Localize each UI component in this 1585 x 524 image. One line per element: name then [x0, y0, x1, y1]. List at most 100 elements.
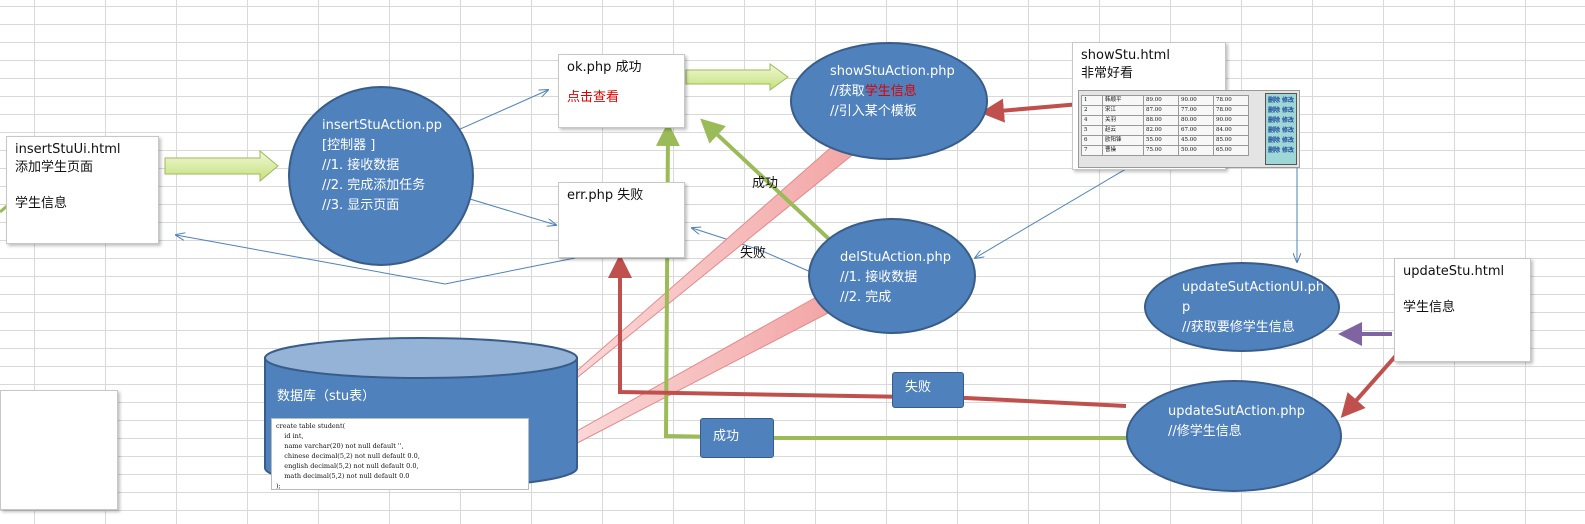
student-cell: 85.00 [1213, 135, 1249, 146]
student-cell: 82.00 [1143, 125, 1179, 136]
show-action-line3: //引入某个模板 [830, 104, 917, 119]
student-cell: 89.00 [1143, 95, 1179, 106]
arrow-ok-to-show [685, 63, 789, 91]
database-title: 数据库（stu表） [277, 389, 376, 404]
update-ui-action-line: //获取要修学生信息 [1182, 320, 1295, 335]
fail-tag: 失败 [892, 372, 964, 408]
insert-action-node: insertStuAction.pp [控制器 ] //1. 接收数据 //2.… [288, 86, 474, 266]
blank-box [0, 390, 118, 510]
ok-page-link[interactable]: 点击查看 [567, 90, 620, 105]
sql-line: english decimal(5,2) not null default 0.… [276, 462, 419, 470]
student-cell: 87.00 [1143, 105, 1179, 116]
student-op-links[interactable]: 删除 修改 [1267, 107, 1295, 114]
student-cell: 50.00 [1178, 145, 1214, 156]
insert-ui-box: insertStuUi.html 添加学生页面 学生信息 [6, 136, 159, 244]
insert-action-line: //1. 接收数据 [322, 158, 400, 173]
student-cell: 7 [1081, 145, 1103, 156]
insert-ui-line1: 添加学生页面 [15, 160, 94, 175]
err-page-box: err.php 失败 [558, 182, 685, 258]
update-page-box: updateStu.html 学生信息 [1394, 258, 1531, 362]
student-cell: 78.00 [1213, 105, 1249, 116]
student-cell: 赵云 [1102, 125, 1144, 136]
update-action-line: //修学生信息 [1168, 424, 1242, 439]
insert-action-line: //2. 完成添加任务 [322, 178, 426, 193]
success-tag: 成功 [700, 418, 774, 458]
student-op-links[interactable]: 删除 修改 [1267, 117, 1295, 124]
student-cell: 欧阳锋 [1102, 135, 1144, 146]
student-cell: 80.00 [1178, 115, 1214, 126]
del-action-node: delStuAction.php //1. 接收数据 //2. 完成 [808, 218, 976, 334]
student-cell: 1 [1081, 95, 1103, 106]
student-op-links[interactable]: 删除 修改 [1267, 137, 1295, 144]
insert-action-line: insertStuAction.pp [322, 118, 443, 133]
show-action-node: showStuAction.php //获取学生信息 //引入某个模板 [790, 42, 988, 160]
sql-line: name varchar(20) not null default '', [276, 442, 404, 450]
student-cell: 45.00 [1178, 135, 1214, 146]
student-cell: 78.00 [1213, 95, 1249, 106]
insert-action-line: //3. 显示页面 [322, 198, 400, 213]
show-page-title: showStu.html [1081, 48, 1170, 63]
show-action-prefix: //获取 [830, 84, 865, 99]
del-action-line: //1. 接收数据 [840, 270, 918, 285]
student-cell: 75.00 [1143, 145, 1179, 156]
student-cell: 90.00 [1213, 115, 1249, 126]
database-sql: create table student( id int, name varch… [271, 418, 529, 490]
arrow-update-fail-to-err [608, 254, 1127, 408]
arrow-insertui-to-insertaction [164, 149, 279, 183]
student-cell: 2 [1081, 105, 1103, 116]
student-cell: 5 [1081, 125, 1103, 136]
insert-action-line: [控制器 ] [322, 138, 376, 153]
student-cell: 77.00 [1178, 105, 1214, 116]
arrow-del-success-to-ok [700, 118, 832, 242]
student-cell: 6 [1081, 135, 1103, 146]
student-cell: 韩顺平 [1102, 95, 1144, 106]
sql-line: id int, [276, 432, 304, 440]
student-cell: 67.00 [1178, 125, 1214, 136]
update-page-title: updateStu.html [1403, 264, 1505, 279]
student-op-links[interactable]: 删除 修改 [1267, 147, 1295, 154]
arrow-showpage-to-show [980, 98, 1081, 123]
student-cell: 90.00 [1178, 95, 1214, 106]
sql-line: chinese decimal(5,2) not null default 0.… [276, 452, 420, 460]
student-op-links[interactable]: 删除 修改 [1267, 127, 1295, 134]
student-cell: 55.00 [1143, 135, 1179, 146]
update-ui-action-line: updateSutActionUI.ph [1182, 280, 1325, 295]
arrow-err-to-insertui [176, 235, 576, 285]
label-fail: 失败 [740, 246, 767, 261]
arrow-insert-to-err [459, 195, 556, 225]
student-cell: 宋江 [1102, 105, 1144, 116]
insert-ui-title: insertStuUi.html [15, 142, 121, 157]
del-action-line: delStuAction.php [840, 250, 952, 265]
arrow-del-to-err [692, 228, 821, 277]
update-ui-action-node: updateSutActionUI.ph p //获取要修学生信息 [1144, 262, 1340, 352]
student-ops-column: 删除 修改删除 修改删除 修改删除 修改删除 修改删除 修改 [1265, 93, 1297, 165]
database-cylinder: 数据库（stu表） create table student( id int, … [263, 336, 579, 492]
show-page-subtitle: 非常好看 [1081, 66, 1134, 81]
update-page-line1: 学生信息 [1403, 300, 1456, 315]
del-action-line: //2. 完成 [840, 290, 892, 305]
ok-page-box: ok.php 成功 点击查看 [558, 54, 685, 128]
student-op-links[interactable]: 删除 修改 [1267, 97, 1295, 104]
err-page-title: err.php 失败 [567, 188, 644, 203]
label-success: 成功 [752, 176, 779, 191]
update-action-node: updateSutAction.php //修学生信息 [1126, 380, 1342, 492]
student-cell: 关羽 [1102, 115, 1144, 126]
sql-line: create table student( [276, 422, 346, 430]
insert-ui-line2: 学生信息 [15, 196, 68, 211]
student-cell: 4 [1081, 115, 1103, 126]
student-cell: 65.00 [1213, 145, 1249, 156]
update-action-line: updateSutAction.php [1168, 404, 1305, 419]
ok-page-title: ok.php 成功 [567, 60, 642, 75]
student-cell: 84.00 [1213, 125, 1249, 136]
show-action-title: showStuAction.php [830, 64, 955, 79]
sql-line: math decimal(5,2) not null default 0.0 [276, 472, 410, 480]
